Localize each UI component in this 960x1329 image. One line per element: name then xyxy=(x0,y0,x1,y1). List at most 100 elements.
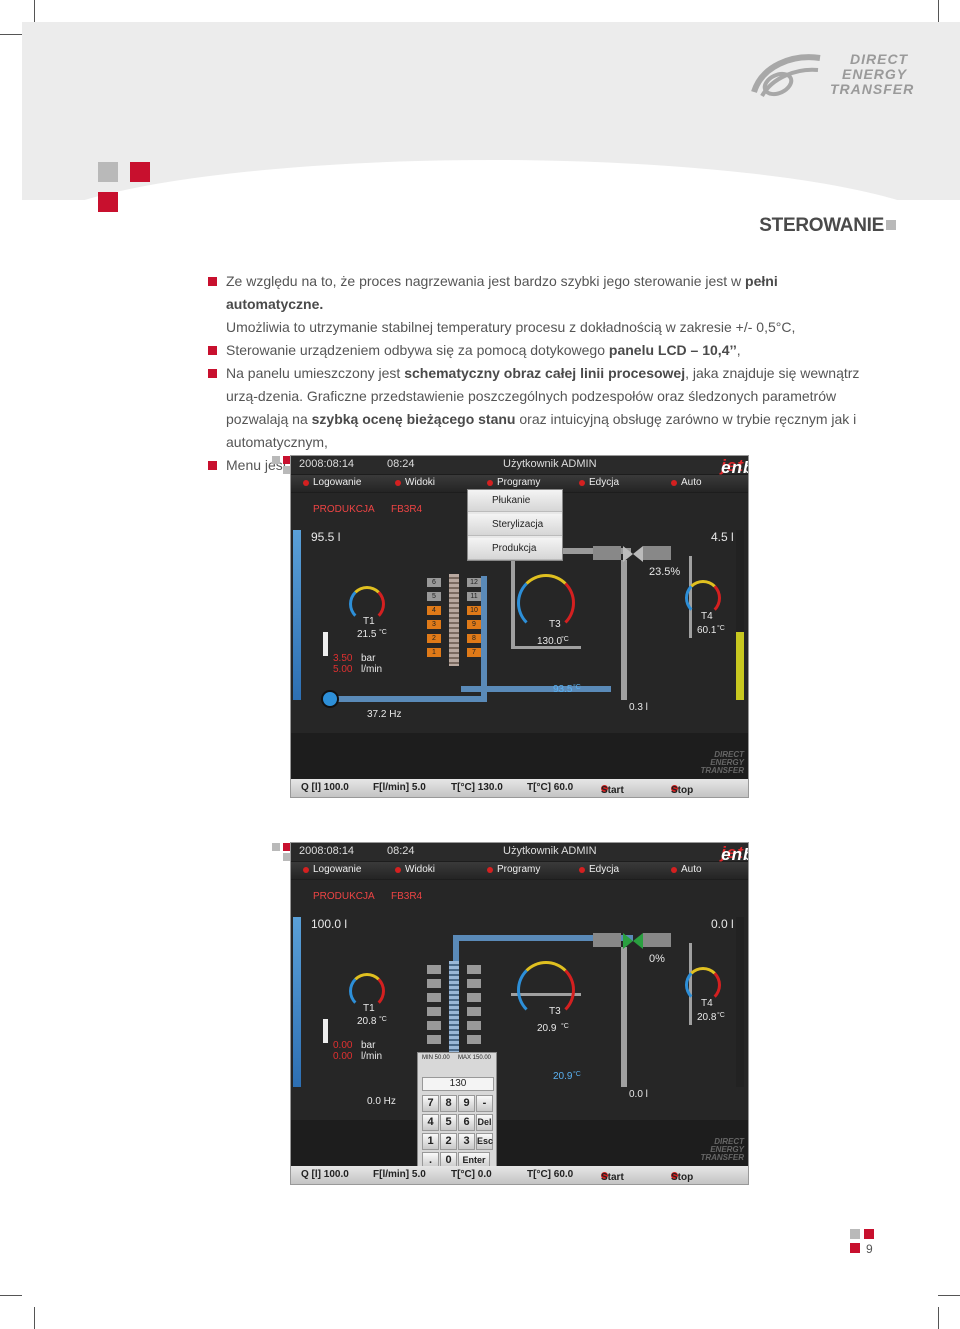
decor-square xyxy=(864,1229,874,1239)
menu-auto[interactable]: Auto xyxy=(671,477,702,488)
menu-logowanie[interactable]: Logowanie xyxy=(303,864,361,875)
bottom-status-bar: Q [l] 100.0 F[l/min] 5.0 T[°C] 0.0 T[°C]… xyxy=(291,1166,748,1184)
pressure-bar xyxy=(323,1019,328,1043)
key-dot[interactable]: . xyxy=(422,1152,439,1169)
crop-mark xyxy=(938,1295,960,1296)
key-1[interactable]: 1 xyxy=(422,1133,439,1150)
output-volume: 0.3 l xyxy=(629,702,648,713)
heater-cell: 11 xyxy=(467,592,481,601)
pressure-unit: bar xyxy=(361,653,376,664)
menu-programy[interactable]: Programy xyxy=(487,477,540,488)
right-volume: 0.0 l xyxy=(711,917,734,931)
t4-gauge xyxy=(685,967,721,1003)
decor-square xyxy=(272,843,280,851)
key-minus[interactable]: - xyxy=(476,1095,493,1112)
menu-programy[interactable]: Programy xyxy=(487,864,540,875)
panel-screenshot-2: 2008:08:14 08:24 Użytkownik ADMIN enbioj… xyxy=(290,842,749,1185)
t1-gauge xyxy=(349,586,385,622)
crop-mark xyxy=(938,0,939,22)
det-watermark: DIRECT ENERGY TRANSFER xyxy=(700,1137,744,1162)
title-square xyxy=(886,220,896,230)
key-9[interactable]: 9 xyxy=(458,1095,475,1112)
heater-block xyxy=(427,961,483,1055)
heater-cell xyxy=(427,965,441,974)
menu-widoki[interactable]: Widoki xyxy=(395,864,435,875)
brand-part: enbio xyxy=(721,845,748,864)
t3-unit: °C xyxy=(561,1023,569,1030)
dropdown-item-plukanie[interactable]: Płukanie xyxy=(468,490,562,512)
t3-value: 130.0 xyxy=(537,636,563,647)
key-3[interactable]: 3 xyxy=(458,1133,475,1150)
key-6[interactable]: 6 xyxy=(458,1114,475,1131)
t3-gauge xyxy=(517,574,575,632)
logo-line-3: TRANSFER xyxy=(830,81,915,97)
date-display: 2008:08:14 xyxy=(299,458,355,470)
swoosh-logo-icon xyxy=(751,54,821,98)
bullet-text: , jaka znajduje się wewnątrz urzą-dzenia… xyxy=(226,365,860,427)
bullet-text: Ze względu na to, że proces nagrzewania … xyxy=(226,273,746,289)
heater-cell: 10 xyxy=(467,606,481,615)
stop-dot-icon xyxy=(671,785,678,792)
brand-part: jet xyxy=(721,456,744,475)
key-escape[interactable]: Esc xyxy=(476,1133,493,1150)
stop-dot-icon xyxy=(671,1172,678,1179)
menu-auto[interactable]: Auto xyxy=(671,864,702,875)
t1-gauge xyxy=(349,973,385,1009)
time-display: 08:24 xyxy=(387,845,415,857)
status-t1: T[°C] 0.0 xyxy=(451,1169,492,1180)
panel-screenshot-1: 2008:08:14 08:24 Użytkownik ADMIN enbioj… xyxy=(290,455,749,798)
crop-mark xyxy=(0,1295,22,1296)
enbiojet-brand: enbiojet xyxy=(721,843,748,864)
keypad-display: 130 xyxy=(422,1077,494,1091)
t3-label: T3 xyxy=(549,619,561,630)
pipe xyxy=(511,646,581,649)
key-5[interactable]: 5 xyxy=(440,1114,457,1131)
menu-edycja[interactable]: Edycja xyxy=(579,477,619,488)
pipe xyxy=(621,947,627,1087)
brand-part: jet xyxy=(721,843,744,862)
bullet-bold: panelu LCD – 10,4’’ xyxy=(608,342,737,358)
heater-cell: 12 xyxy=(467,578,481,587)
key-8[interactable]: 8 xyxy=(440,1095,457,1112)
t4-unit: °C xyxy=(717,1012,725,1019)
heat-exchanger-icon xyxy=(593,933,671,949)
t4-gauge xyxy=(685,580,721,616)
flow-value: 5.00 xyxy=(333,664,353,675)
user-display: Użytkownik ADMIN xyxy=(503,845,597,857)
heater-cell xyxy=(467,979,481,988)
brand-part: enbio xyxy=(721,458,748,477)
key-2[interactable]: 2 xyxy=(440,1133,457,1150)
bullet-item: Sterowanie urządzeniem odbywa się za pom… xyxy=(208,339,874,362)
bullet-bold: pełni automatyczne. xyxy=(226,273,778,312)
dropdown-item-sterylizacja[interactable]: Sterylizacja xyxy=(468,514,562,536)
numeric-keypad: MIN 50.00 MAX 150.00 130 7 8 9 - 4 5 6 D… xyxy=(417,1052,497,1184)
programs-dropdown: Płukanie Sterylizacja Produkcja xyxy=(467,489,563,561)
tank-left-level xyxy=(293,917,301,1087)
menu-widoki[interactable]: Widoki xyxy=(395,477,435,488)
status-topbar: 2008:08:14 08:24 Użytkownik ADMIN enbioj… xyxy=(291,456,748,477)
heater-cell xyxy=(427,1007,441,1016)
status-q: Q [l] 100.0 xyxy=(301,1169,349,1180)
heater-cell xyxy=(467,1035,481,1044)
enbiojet-brand: enbiojet xyxy=(721,456,748,477)
t3-label: T3 xyxy=(549,1006,561,1017)
menu-edycja[interactable]: Edycja xyxy=(579,864,619,875)
pipe xyxy=(511,556,515,648)
key-delete[interactable]: Del xyxy=(476,1114,493,1131)
t4-unit: °C xyxy=(717,625,725,632)
start-label: Start xyxy=(601,1172,624,1183)
key-4[interactable]: 4 xyxy=(422,1114,439,1131)
pipe xyxy=(453,935,633,941)
key-7[interactable]: 7 xyxy=(422,1095,439,1112)
t1-unit: °C xyxy=(379,629,387,636)
status-t2: T[°C] 60.0 xyxy=(527,782,574,793)
t1-label: T1 xyxy=(363,1003,375,1014)
menu-logowanie[interactable]: Logowanie xyxy=(303,477,361,488)
heat-exchanger-icon xyxy=(593,546,671,562)
decor-square xyxy=(850,1243,860,1253)
t1-value: 20.8 xyxy=(357,1016,377,1027)
keypad-max: MAX 150.00 xyxy=(458,1055,492,1061)
dropdown-item-produkcja[interactable]: Produkcja xyxy=(468,538,562,560)
crop-mark xyxy=(0,34,22,35)
heater-coil xyxy=(449,574,459,666)
